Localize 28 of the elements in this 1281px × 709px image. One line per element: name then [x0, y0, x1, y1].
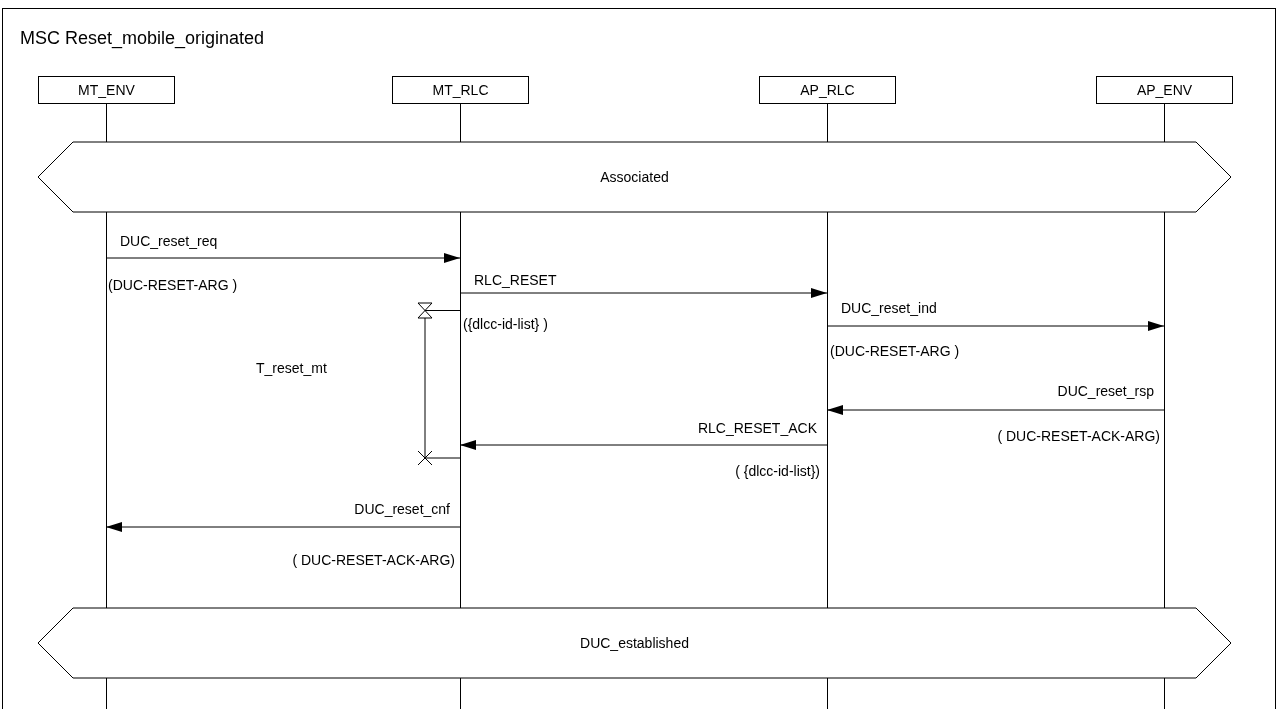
parameter-label: (DUC-RESET-ARG ): [830, 343, 960, 359]
timer-label: T_reset_mt: [256, 360, 327, 376]
instance-head: MT_RLC: [392, 76, 529, 104]
parameter-label: ({dlcc-id-list} ): [463, 316, 548, 332]
message-label: DUC_reset_req: [120, 233, 218, 249]
parameter-label: ( {dlcc-id-list}): [735, 463, 820, 479]
condition-hexagon: [38, 142, 1231, 212]
message-arrow: [459, 440, 828, 450]
condition-label: DUC_established: [580, 635, 689, 651]
message-label: RLC_RESET_ACK: [697, 420, 817, 436]
condition-hexagon: [38, 608, 1231, 678]
instance-head: AP_ENV: [1096, 76, 1233, 104]
message-label: DUC_reset_ind: [841, 300, 937, 316]
instance-head: MT_ENV: [38, 76, 175, 104]
parameter-label: ( DUC-RESET-ACK-ARG): [997, 428, 1160, 444]
message-arrow: [826, 405, 1165, 415]
message-arrow: [105, 522, 461, 532]
message-label: DUC_reset_cnf: [354, 501, 450, 517]
message-label: DUC_reset_rsp: [1057, 383, 1154, 399]
condition-label: Associated: [600, 169, 669, 185]
message-label: RLC_RESET: [474, 272, 557, 288]
message-arrow: [826, 321, 1165, 331]
parameter-label: (DUC-RESET-ARG ): [108, 277, 238, 293]
diagram-title: MSC Reset_mobile_originated: [20, 28, 265, 49]
instance-head: AP_RLC: [759, 76, 896, 104]
parameter-label: ( DUC-RESET-ACK-ARG): [292, 552, 455, 568]
message-arrow: [105, 253, 461, 263]
message-arrow: [459, 288, 828, 298]
